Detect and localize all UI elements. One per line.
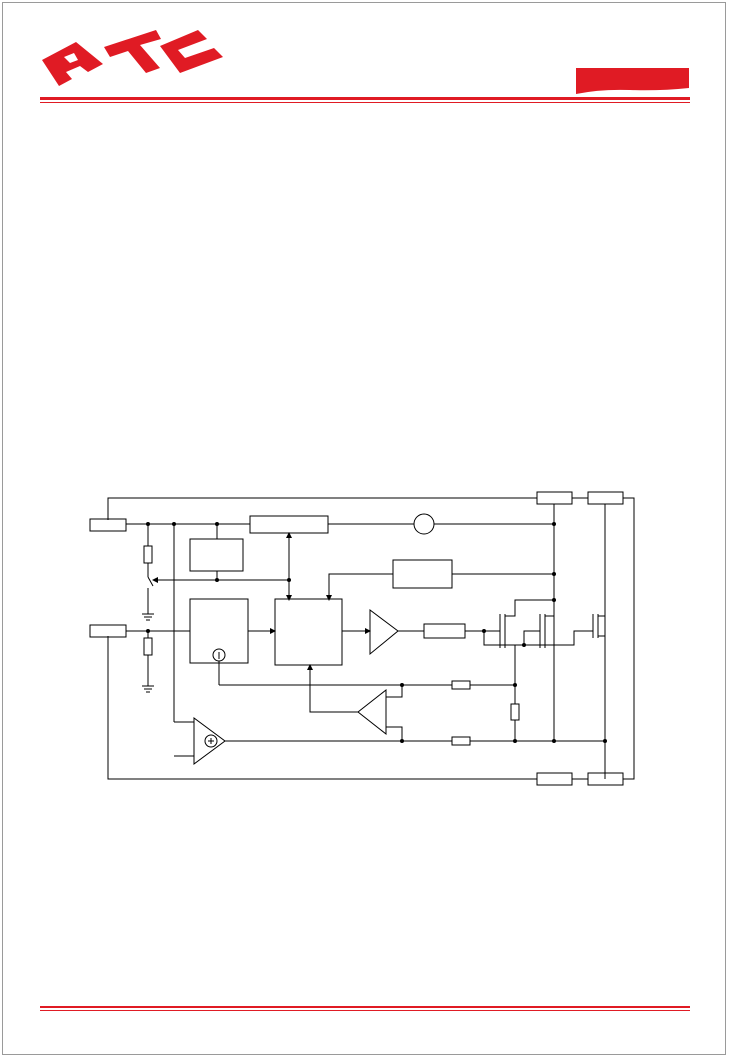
pin-top-left bbox=[89, 518, 127, 532]
pin-bottom-right-a bbox=[536, 772, 573, 786]
mosfet-2 bbox=[523, 614, 554, 648]
atc-logo bbox=[42, 30, 223, 86]
top-wire bbox=[107, 497, 537, 520]
bottom-wire bbox=[107, 636, 537, 780]
mosfet-3 bbox=[483, 614, 605, 646]
junction-dots bbox=[146, 522, 607, 743]
header-red-tab bbox=[576, 68, 689, 94]
error-amplifier bbox=[357, 688, 387, 736]
header-rule bbox=[40, 97, 690, 103]
buffer-amplifier bbox=[369, 609, 399, 656]
right-wire bbox=[623, 497, 635, 780]
comparator bbox=[193, 717, 226, 765]
header bbox=[40, 30, 690, 103]
